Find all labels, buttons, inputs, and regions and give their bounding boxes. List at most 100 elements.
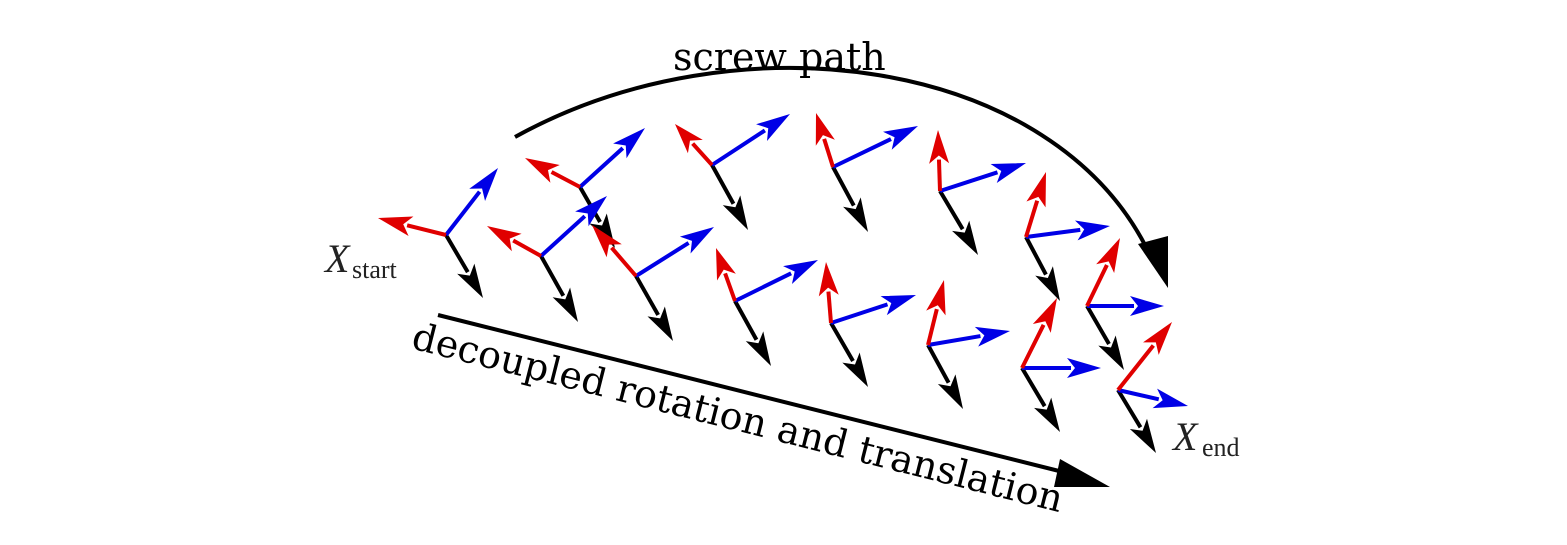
frame-axis-blue	[578, 128, 645, 189]
frame-axis-blue-head	[990, 163, 1026, 184]
frame-axis-blue-head	[883, 126, 918, 150]
frame-axis-blue-head	[1067, 358, 1101, 378]
frame-axis-red-shaft	[610, 246, 638, 278]
frame-axis-red-head	[818, 262, 839, 297]
frame-axis-red-head	[592, 225, 622, 258]
frame-axis-black-head	[843, 197, 868, 232]
frame-axis-red-shaft	[926, 308, 939, 346]
frame-axis-black-head	[937, 374, 963, 409]
frame-axis-red	[1024, 172, 1046, 238]
frame-axis-red	[1085, 238, 1120, 307]
coordinate-frame	[592, 225, 714, 341]
frame-axis-blue	[1025, 220, 1110, 241]
end-frame-label: X end	[1171, 414, 1240, 462]
coordinate-frame	[716, 248, 818, 366]
frame-axis-black-shaft	[829, 321, 855, 363]
frame-axis-black-shaft	[1085, 304, 1111, 346]
frame-axis-black-shaft	[634, 275, 660, 316]
frame-axis-red	[592, 225, 638, 278]
frame-axis-black-head	[1129, 418, 1156, 453]
frame-axis-blue	[830, 295, 916, 325]
frame-axis-red	[525, 158, 581, 189]
coordinate-frame	[818, 262, 916, 387]
frame-axis-black-head	[1098, 335, 1124, 370]
frame-axis-blue	[1087, 296, 1164, 316]
coordinate-frame	[1085, 238, 1164, 370]
frame-axis-black	[926, 344, 963, 409]
frame-axis-blue-head	[575, 196, 607, 227]
frame-axis-red-shaft	[550, 170, 581, 189]
frame-axis-red-shaft	[1024, 200, 1040, 238]
frame-axis-black-head	[552, 287, 578, 322]
frame-axis-black-shaft	[444, 233, 470, 274]
start-frame-label: X start	[323, 236, 398, 284]
coordinate-frame	[926, 280, 1010, 409]
frame-axis-black-shaft	[831, 166, 856, 207]
start-subscript: start	[352, 255, 398, 284]
frame-axis-black-head	[745, 331, 771, 366]
frame-axis-blue	[927, 326, 1010, 347]
frame-axis-black-shaft	[733, 300, 759, 341]
end-subscript: end	[1202, 433, 1240, 462]
frame-axis-blue-shaft	[634, 241, 690, 278]
frame-axis-blue	[539, 196, 607, 258]
frame-axis-black	[829, 321, 868, 387]
frame-axis-black-shaft	[1024, 236, 1048, 276]
frame-axis-blue-head	[1130, 296, 1164, 316]
coordinate-frame	[1116, 322, 1188, 453]
frame-axis-red-head	[487, 226, 522, 252]
frame-axis-black-head	[647, 306, 673, 341]
frame-axis-black	[444, 233, 483, 298]
frame-axis-red-head	[926, 280, 946, 316]
frame-axis-red-head	[525, 158, 560, 183]
frame-axis-red	[929, 130, 950, 192]
frame-axis-red-head	[1143, 322, 1172, 355]
frame-axis-red-shaft	[822, 138, 835, 168]
frame-axis-blue-shaft	[539, 214, 587, 258]
coordinate-frame	[815, 113, 918, 232]
frame-axis-blue-shaft	[710, 128, 766, 167]
frame-axis-blue	[832, 126, 918, 169]
frame-axis-black-shaft	[926, 344, 951, 384]
frame-axis-blue-head	[1152, 388, 1188, 409]
start-symbol: X	[323, 236, 351, 281]
frame-axis-blue-shaft	[578, 146, 625, 189]
frame-axis-black-shaft	[1116, 388, 1143, 429]
frame-axis-black-shaft	[1020, 366, 1047, 408]
frame-axis-red	[675, 124, 714, 167]
frame-axis-red	[818, 262, 839, 324]
frame-axis-blue-shaft	[832, 137, 892, 169]
frame-axis-red	[926, 280, 946, 346]
frame-axis-blue	[1117, 388, 1188, 409]
coordinate-frames	[378, 113, 1188, 453]
frame-axis-blue	[634, 227, 714, 278]
frame-axis-black-shaft	[539, 255, 566, 297]
frame-axis-blue-shaft	[444, 190, 482, 237]
frame-axis-red	[1116, 322, 1172, 392]
decoupled-path-label: decoupled rotation and translation	[408, 314, 1068, 521]
frame-axis-red-shaft	[406, 223, 447, 237]
frame-axis-black	[733, 300, 771, 366]
frame-axis-blue	[710, 114, 790, 167]
frame-axis-black	[1116, 388, 1156, 453]
frame-axis-black	[634, 275, 673, 341]
frame-axis-red	[716, 248, 737, 302]
coordinate-frame	[1024, 172, 1110, 301]
frame-axis-blue	[444, 168, 498, 237]
frame-axis-blue	[1022, 358, 1101, 378]
frame-axis-black	[1085, 304, 1124, 370]
frame-axis-red-head	[815, 113, 835, 146]
coordinate-frame	[378, 168, 498, 298]
coordinate-frame	[675, 114, 790, 230]
frame-axis-black-head	[1035, 266, 1060, 301]
frame-axis-blue-head	[756, 114, 790, 141]
frame-axis-blue-shaft	[927, 334, 981, 347]
coordinate-frame	[525, 128, 645, 248]
frame-axis-black-head	[1034, 397, 1060, 432]
frame-axis-blue-head	[1074, 220, 1110, 241]
frame-axis-blue-shaft	[939, 170, 999, 193]
frame-axis-red-shaft	[512, 238, 542, 258]
frame-axis-black	[710, 164, 748, 230]
coordinate-frame	[487, 196, 607, 322]
